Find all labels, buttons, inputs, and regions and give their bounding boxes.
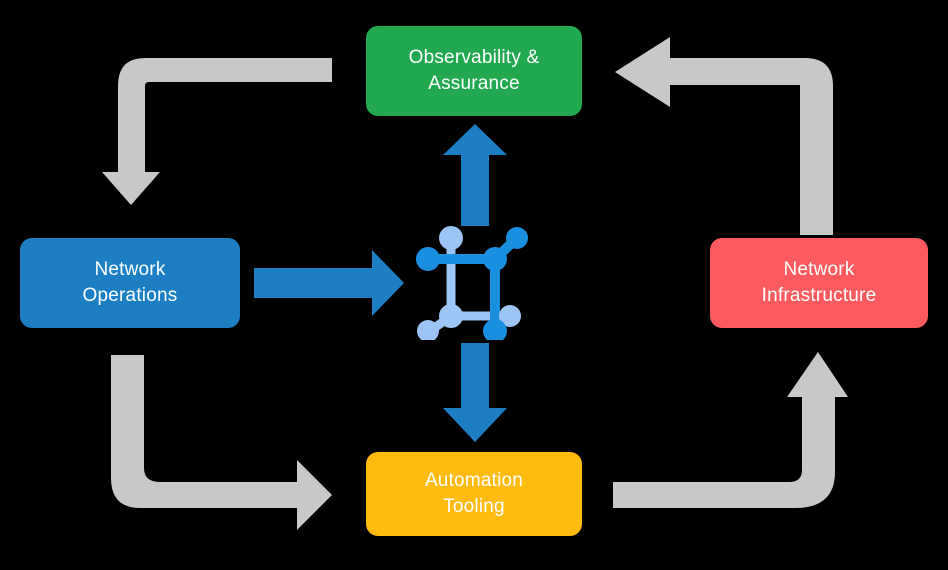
gray-arrow-infrastructure-to-observability [615,37,833,235]
gray-arrow-operations-to-automation [111,355,332,530]
box-observability-assurance[interactable]: Observability & Assurance [366,26,582,116]
blue-arrow-operations-to-center [254,250,404,316]
box-network-infrastructure[interactable]: Network Infrastructure [710,238,928,328]
blue-arrow-center-to-observability [443,124,507,226]
box-automation-tooling[interactable]: Automation Tooling [366,452,582,536]
topology-light-nodes [417,226,521,340]
blue-arrow-center-to-automation [443,343,507,442]
gray-arrow-observability-to-operations [102,58,332,205]
network-topology-icon [416,226,528,340]
box-network-operations[interactable]: Network Operations [20,238,240,328]
gray-arrow-automation-to-infrastructure [613,352,848,508]
topology-dark-nodes [416,227,528,340]
